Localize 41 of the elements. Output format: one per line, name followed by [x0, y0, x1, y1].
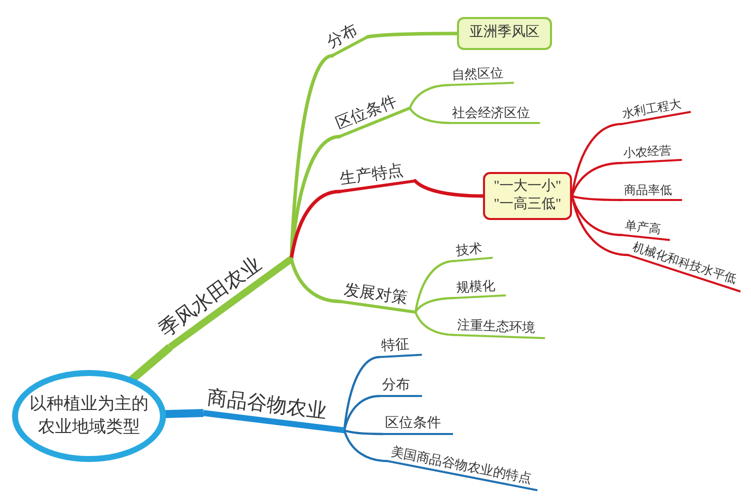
branch-line	[413, 179, 485, 198]
branch-label: 单产高	[622, 219, 672, 241]
branch-label: 特征	[379, 336, 422, 358]
summary-line: "一高三低"	[494, 196, 562, 214]
topic-box: 亚洲季风区	[457, 17, 552, 50]
branch-line	[414, 296, 456, 314]
branch-label: 小农经营	[621, 144, 682, 164]
branch-label: 商品率低	[622, 184, 682, 201]
branch-line	[162, 409, 204, 418]
branch-label: 发展对策	[340, 281, 418, 314]
branch-label: 分布	[322, 18, 368, 58]
branch-line	[343, 394, 382, 432]
branch-label: 区位条件	[332, 89, 410, 138]
branch-line	[366, 32, 459, 39]
branch-label: 规模化	[454, 278, 506, 299]
branch-line	[290, 190, 342, 261]
branch-line	[570, 194, 630, 256]
central-topic: 以种植业为主的农业地域类型	[12, 370, 166, 462]
branch-line	[570, 162, 623, 198]
branch-label: 水利工程大	[619, 96, 691, 125]
branch-label: 社会经济区位	[450, 106, 540, 124]
topic-box	[483, 172, 572, 220]
branch-line	[343, 429, 384, 436]
branch-label: 技术	[453, 240, 493, 262]
summary-line: "一大一小"	[494, 178, 562, 196]
branch-line	[414, 311, 456, 336]
branch-line	[343, 429, 388, 462]
branch-line	[408, 84, 452, 110]
branch-label: 分布	[380, 378, 422, 398]
branch-label: 商品谷物农业	[203, 386, 348, 434]
branch-line	[408, 107, 452, 124]
branch-label: 生产特点	[336, 160, 416, 194]
branch-label: 机械化和科技水平低	[628, 240, 746, 292]
branch-label: 季风水田农业	[154, 236, 294, 350]
branch-label: 自然区位	[449, 66, 514, 86]
branch-line	[414, 260, 456, 314]
branch-line	[570, 194, 624, 202]
branch-label: 注重生态环境	[455, 318, 546, 340]
branch-label: 美国商品谷物农业的特点	[387, 444, 541, 492]
branch-label: 区位条件	[383, 416, 453, 436]
branch-line	[290, 257, 342, 304]
